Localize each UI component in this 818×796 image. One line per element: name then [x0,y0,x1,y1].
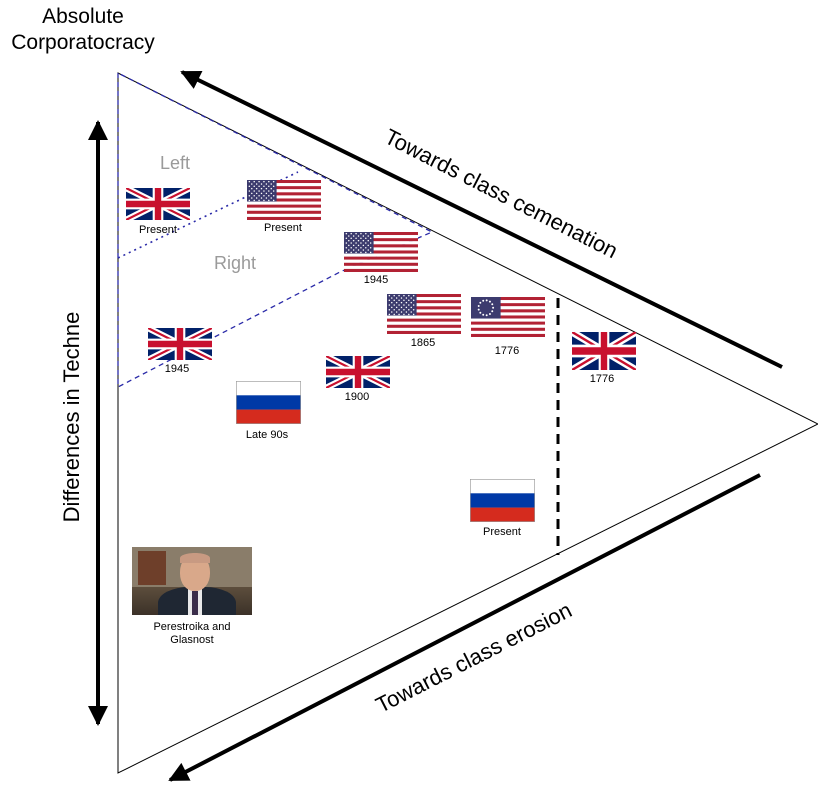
title-line-2: Corporatocracy [11,31,155,54]
region-label-left: Left [160,153,191,173]
flag-uk-1945 [146,325,214,363]
triangle-outline [117,72,818,774]
diagram-title: Absolute Corporatocracy [0,4,166,56]
axis-label-left: Differences in Techne [59,311,84,523]
flag-label: 1865 [410,337,436,349]
flag-us-1865 [387,294,461,335]
arrow-top [180,70,783,369]
region-boundary [117,72,434,389]
flag-russia-present [470,479,536,523]
flag-uk-present [124,185,192,223]
flag-label: Present [264,222,302,234]
flag-label: 1900 [344,391,370,403]
flag-us-1776 [471,297,545,338]
flag-label: 1945 [363,274,389,286]
flag-label: Present [139,224,177,236]
region-label-right: Right [214,253,257,273]
photo-caption: Perestroika and Glasnost [153,621,231,646]
title-line-1: Absolute [42,5,124,28]
flag-label: Present [483,526,521,538]
arrow-bottom [168,473,761,782]
flag-label: 1945 [164,363,190,375]
flag-russia-late-90s [236,381,302,425]
flag-uk-1776 [570,328,638,374]
flag-us-present [247,180,321,221]
flag-us-1945 [344,232,418,273]
flag-uk-1900 [324,353,392,391]
flag-label: 1776 [589,373,615,385]
gorbachev-photo [132,547,252,615]
flag-label: 1776 [494,345,520,357]
flag-label: Late 90s [245,429,289,441]
